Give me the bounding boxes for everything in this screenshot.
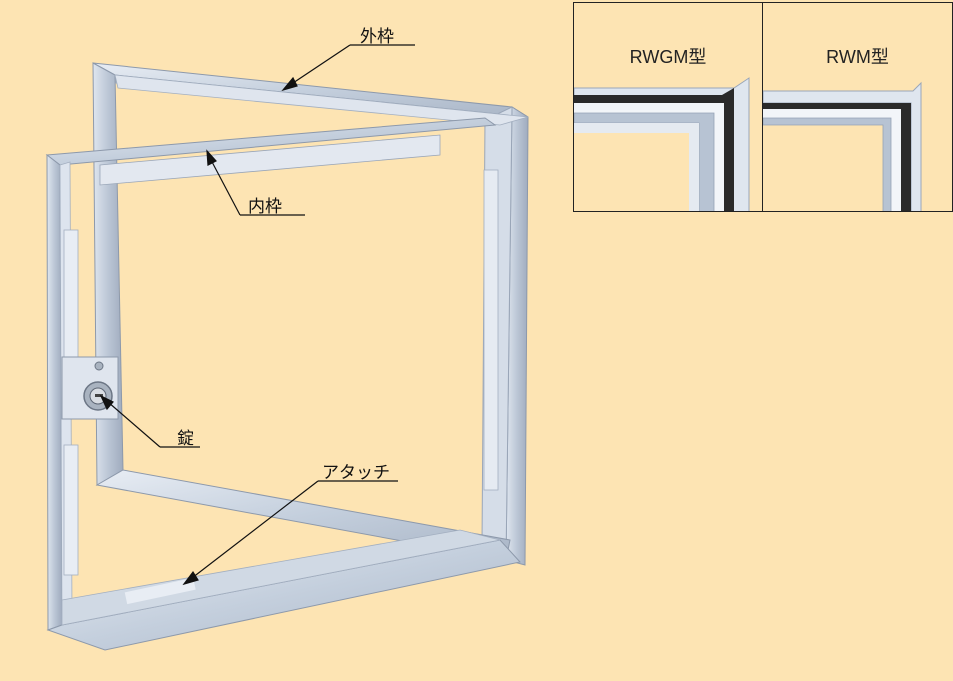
rwgm-corner-section [574,77,750,211]
inner-frame-label: 内枠 [248,197,282,217]
outer-frame-label: 外枠 [360,27,394,47]
lock-label: 錠 [177,429,194,449]
inner-frame [45,117,521,651]
attachment-label: アタッチ [322,463,390,483]
panel-title-rwgm: RWGM型 [629,47,707,67]
detail-panel-rwgm: RWGM型 [573,2,763,212]
detail-panel-rwm: RWM型 [762,2,953,212]
panel-title-rwm: RWM型 [826,47,889,67]
callout-leaders [99,44,415,586]
lock-assembly [61,356,119,420]
rwm-corner-section [763,81,922,211]
